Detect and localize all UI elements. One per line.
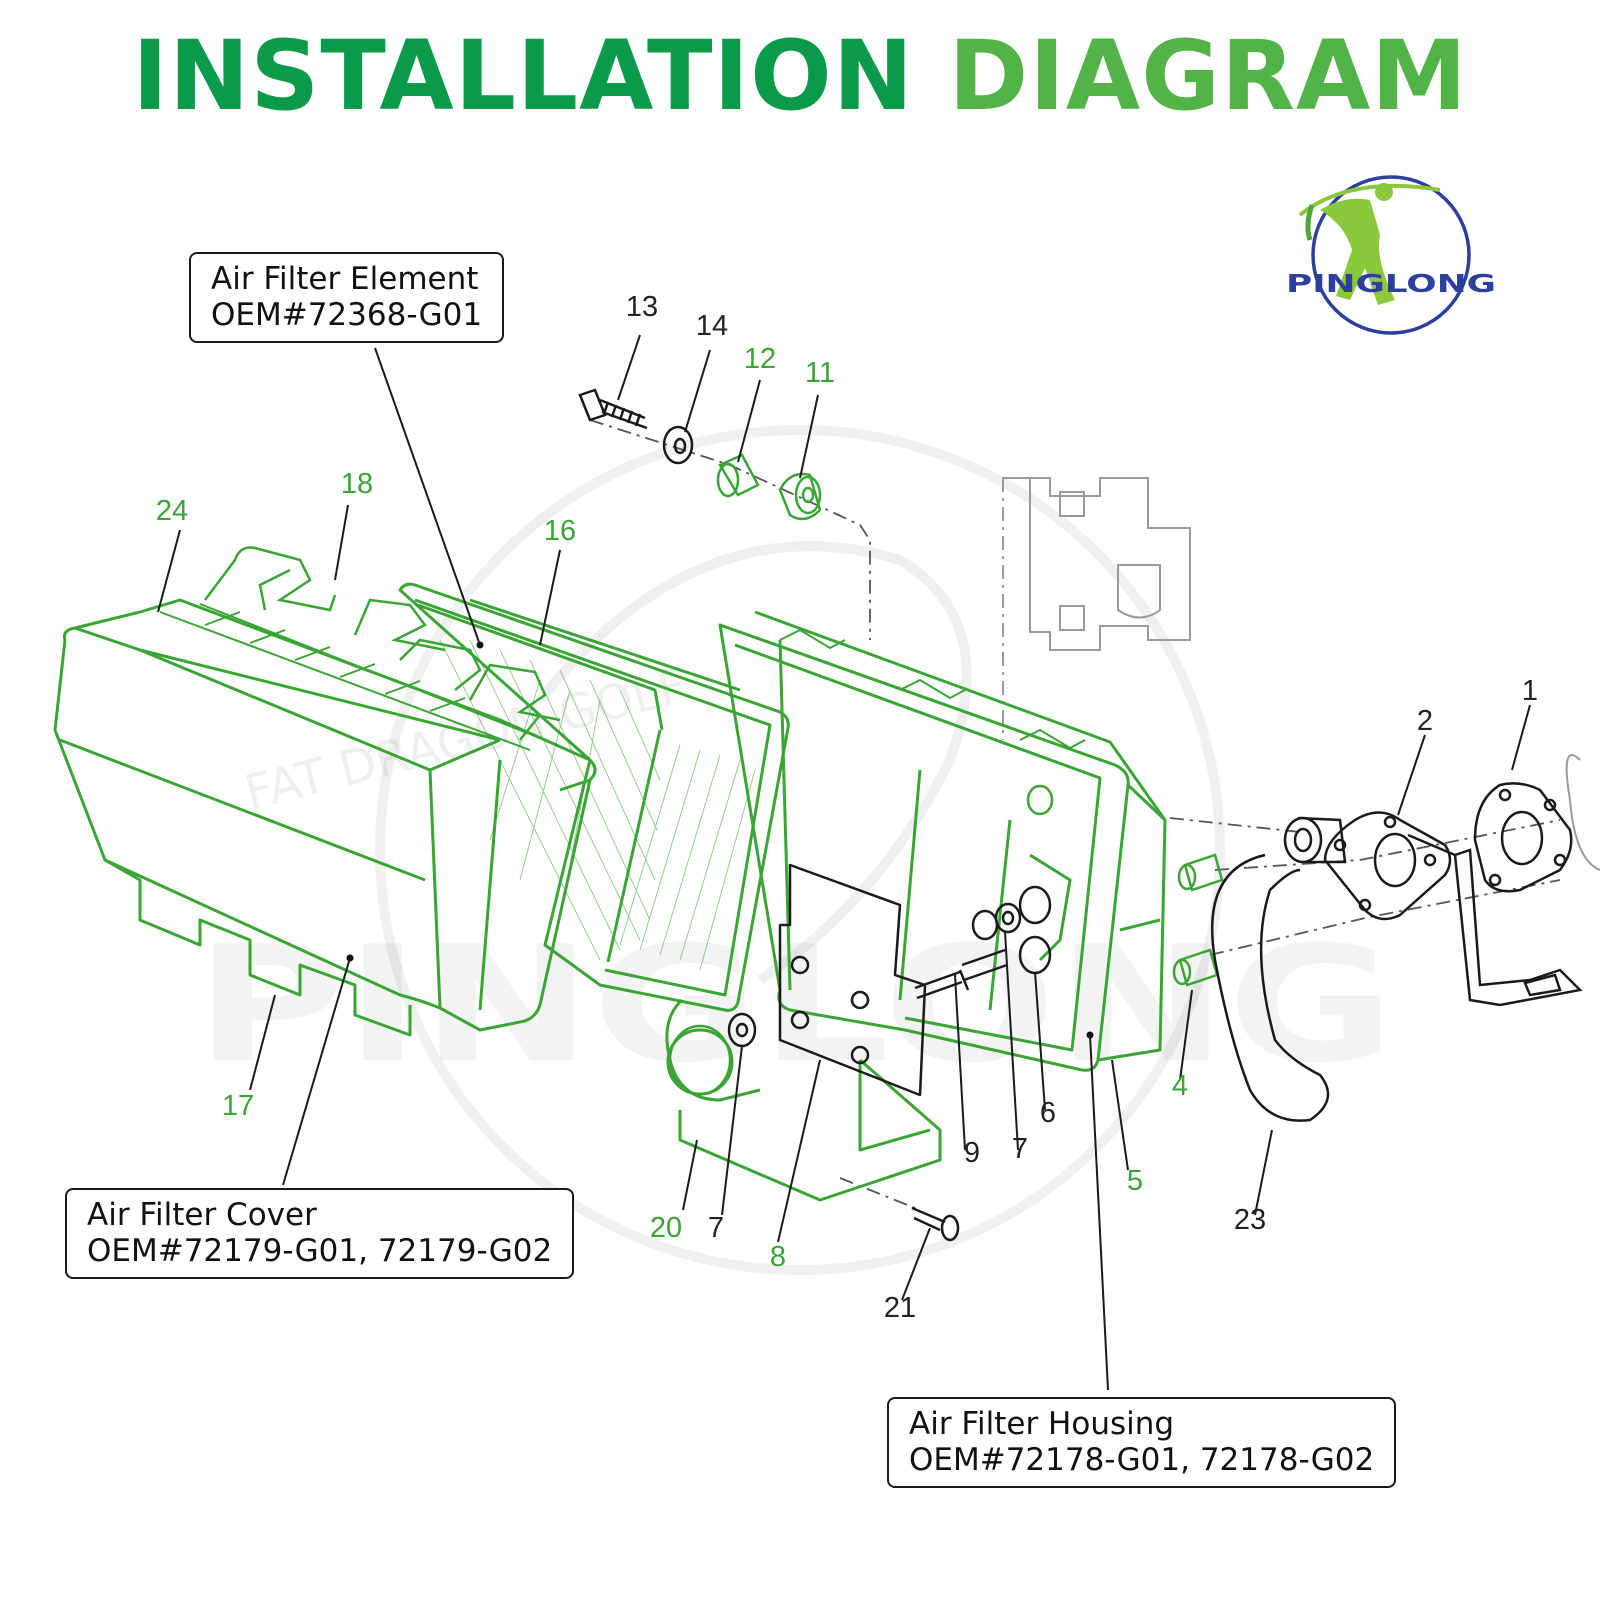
element-mesh [439,639,756,971]
cover-latch-ribs [159,603,541,751]
part-label-p16: 16 [544,515,576,547]
part-label-p7b: 7 [1012,1133,1028,1165]
page-title: INSTALLATION DIAGRAM [0,28,1600,124]
part-label-p14: 14 [696,310,728,342]
part-label-p23: 23 [1234,1204,1266,1236]
watermark-text-2: PINGLONG [195,911,1395,1098]
housing-leader-dot [1086,1031,1094,1039]
bushings [668,453,822,1096]
part-label-p17: 17 [222,1090,254,1122]
cover-leader-dot [346,954,354,962]
callout-element-oem: OEM#72368-G01 [211,297,483,333]
callout-element-title: Air Filter Element [211,261,479,297]
spring-clips [204,546,561,741]
title-word-installation: INSTALLATION [132,20,915,132]
part-label-p2: 2 [1417,705,1433,737]
element-leader-dot [476,641,484,649]
part-label-p6: 6 [1040,1097,1056,1129]
watermark [375,425,1225,1275]
part-label-p12: 12 [744,343,776,375]
mounting-plate [778,863,927,1097]
callout-cover-oem: OEM#72179-G01, 72179-G02 [87,1233,553,1269]
part-label-p24: 24 [156,495,188,527]
part-label-p11: 11 [805,357,835,389]
air-filter-cover [53,598,597,1037]
callout-housing-title: Air Filter Housing [909,1406,1175,1442]
leader-lines [157,334,1531,1391]
callout-air-filter-cover: Air Filter Cover OEM#72179-G01, 72179-G0… [65,1188,575,1279]
hardware [578,388,1583,1242]
frame-bracket [1002,477,1600,871]
callout-housing-oem: OEM#72178-G01, 72178-G02 [909,1442,1375,1478]
part-label-p1: 1 [1522,675,1538,707]
part-label-p4: 4 [1172,1070,1188,1102]
part-label-p20: 20 [650,1212,682,1244]
grommets [1026,784,1224,987]
part-label-p7a: 7 [708,1212,724,1244]
part-label-p21: 21 [884,1292,916,1324]
part-label-p18: 18 [341,468,373,500]
part-label-p8: 8 [770,1241,786,1273]
pinglong-logo: PINGLONG [1286,175,1496,335]
part-label-p9: 9 [964,1137,980,1169]
logo-text: PINGLONG [1286,269,1496,298]
title-word-diagram: DIAGRAM [948,20,1468,132]
callout-air-filter-housing: Air Filter Housing OEM#72178-G01, 72178-… [887,1397,1397,1488]
part-label-p13: 13 [626,291,658,323]
air-filter-element [398,582,790,1012]
housing-arrows [779,628,1086,750]
part-label-p5: 5 [1127,1165,1143,1197]
callout-air-filter-element: Air Filter Element OEM#72368-G01 [189,252,505,343]
callout-cover-title: Air Filter Cover [87,1197,317,1233]
